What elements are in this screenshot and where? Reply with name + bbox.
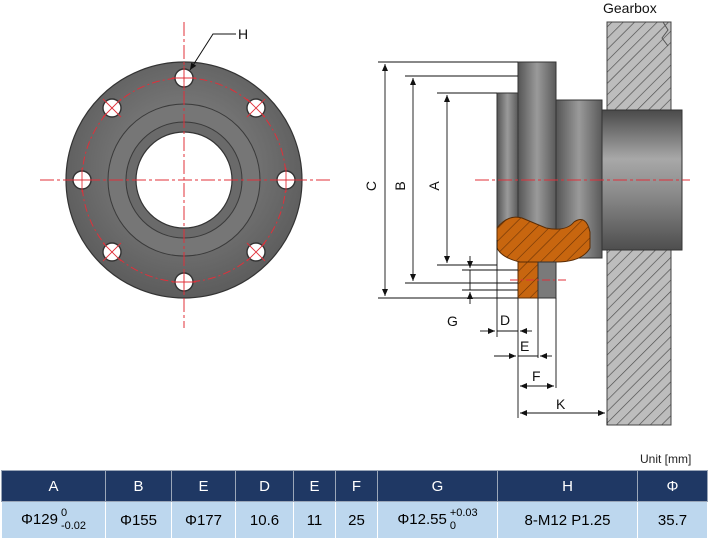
dimensions bbox=[378, 61, 608, 425]
dim-label-c: C bbox=[363, 181, 379, 191]
dimension-labels: C B A G D E F K bbox=[363, 181, 566, 412]
header-e-2: E bbox=[293, 470, 336, 502]
header-f: F bbox=[335, 470, 378, 502]
tol-a-upper: 0 bbox=[60, 507, 68, 519]
gearbox-wall-bottom bbox=[606, 249, 672, 426]
technical-drawing: H Gearbox bbox=[40, 0, 690, 426]
header-e: E bbox=[171, 470, 236, 502]
cell-h: 8-M12 P1.25 bbox=[497, 501, 638, 539]
break-line bbox=[661, 21, 669, 47]
side-view: Gearbox bbox=[475, 0, 690, 426]
gearbox-wall-top bbox=[606, 21, 672, 111]
gearbox-label: Gearbox bbox=[603, 0, 657, 16]
header-phi: Φ bbox=[637, 470, 708, 502]
value-g: Φ12.55 bbox=[397, 510, 447, 528]
dim-label-f: F bbox=[532, 368, 541, 384]
dim-label-e: E bbox=[520, 338, 529, 354]
tolerance-a: 0-0.02 bbox=[61, 507, 86, 533]
header-h: H bbox=[497, 470, 638, 502]
cell-b: Φ155 bbox=[105, 501, 172, 539]
section-profile bbox=[496, 216, 591, 263]
tol-g-lower: 0 bbox=[449, 520, 456, 532]
leader-h bbox=[189, 33, 236, 71]
header-b: B bbox=[105, 470, 172, 502]
cell-f: 25 bbox=[335, 501, 378, 539]
dim-label-g: G bbox=[447, 313, 458, 329]
tol-g-upper: +0.03 bbox=[449, 507, 478, 519]
dim-label-k: K bbox=[556, 396, 566, 412]
front-view: H bbox=[40, 22, 330, 328]
spec-header-row: A B E D E F G H Φ bbox=[1, 470, 708, 502]
value-a: Φ129 bbox=[20, 510, 58, 528]
header-a: A bbox=[1, 470, 106, 502]
dim-label-d: D bbox=[500, 312, 510, 328]
header-d: D bbox=[235, 470, 294, 502]
dim-label-a: A bbox=[426, 181, 442, 191]
dim-label-b: B bbox=[392, 181, 408, 190]
label-h: H bbox=[238, 26, 248, 42]
unit-label: Unit [mm] bbox=[640, 452, 692, 466]
cell-e-2: 11 bbox=[293, 501, 336, 539]
tol-a-lower: -0.02 bbox=[60, 520, 87, 532]
cell-d: 10.6 bbox=[235, 501, 294, 539]
header-g: G bbox=[377, 470, 498, 502]
cell-phi: 35.7 bbox=[637, 501, 708, 539]
flange-pilot bbox=[496, 92, 519, 236]
cell-e: Φ177 bbox=[171, 501, 236, 539]
